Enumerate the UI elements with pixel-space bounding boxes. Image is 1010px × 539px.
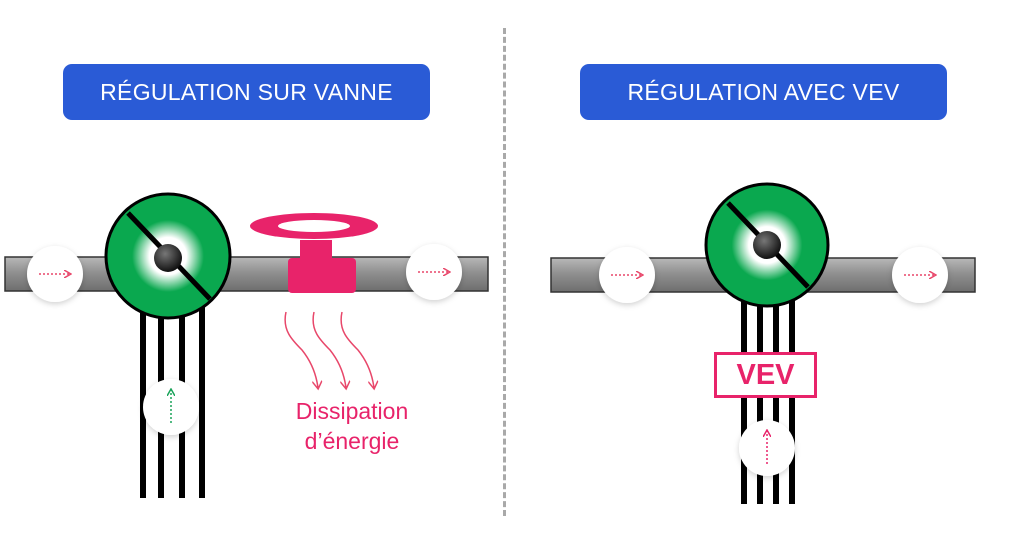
arrow-right-icon	[599, 247, 655, 303]
energy-dissipation-label: Dissipation d’énergie	[262, 396, 442, 456]
panel-divider	[503, 28, 506, 516]
arrow-up-icon	[143, 379, 199, 435]
arrow-right-icon	[406, 244, 462, 300]
title-regulation-vev: RÉGULATION AVEC VEV	[580, 64, 947, 120]
energy-label-line1: Dissipation	[295, 398, 409, 424]
valve-icon	[250, 213, 378, 293]
pump-icon	[104, 192, 232, 320]
title-regulation-vanne: RÉGULATION SUR VANNE	[63, 64, 430, 120]
arrow-right-icon	[892, 247, 948, 303]
arrow-right-icon	[27, 246, 83, 302]
vev-label: VEV	[714, 352, 817, 398]
pump-icon	[704, 182, 830, 308]
heat-wave-icon	[284, 311, 374, 388]
arrow-up-icon	[739, 420, 795, 476]
energy-label-line2: d’énergie	[304, 428, 400, 454]
